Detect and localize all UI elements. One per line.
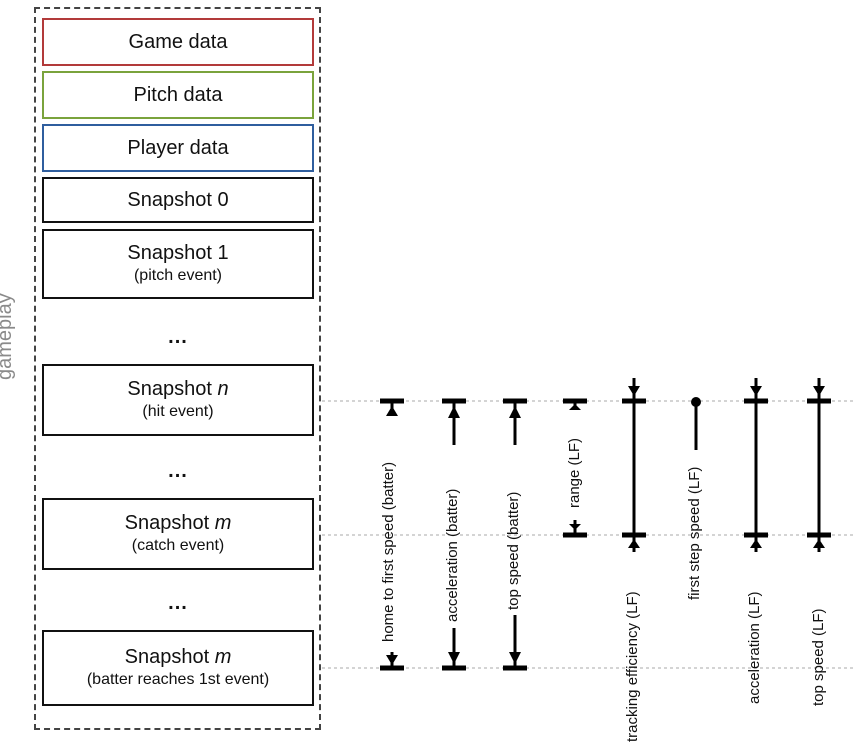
snapshot-n-event: (hit event)	[142, 403, 214, 420]
metric-acceleration-lf	[744, 378, 768, 552]
metric-top-speed-lf	[807, 378, 831, 552]
snapshot-1-event: (pitch event)	[133, 267, 223, 284]
label-tracking-efficiency-lf: tracking efficiency (LF)	[624, 591, 641, 742]
metric-acceleration-batter	[442, 398, 466, 671]
pitch-data-box: Pitch data	[42, 71, 314, 119]
snapshot-m-batter-var: m	[214, 646, 232, 668]
snapshot-m-batter-label: Snapshot m	[124, 646, 232, 668]
label-first-step-speed-lf: first step speed (LF)	[686, 466, 703, 600]
metric-range-lf	[563, 398, 587, 538]
snapshot-m-catch-label: Snapshot m	[124, 512, 232, 534]
snapshot-n-box: Snapshot n (hit event)	[42, 364, 314, 436]
game-data-box: Game data	[42, 18, 314, 66]
game-data-label: Game data	[128, 31, 228, 53]
snapshot-m-catch-event: (catch event)	[131, 537, 225, 554]
snapshot-0-box: Snapshot 0	[42, 177, 314, 223]
label-acceleration-lf: acceleration (LF)	[746, 591, 763, 704]
player-data-label: Player data	[127, 137, 229, 159]
ellipsis-1: ...	[168, 326, 188, 348]
label-top-speed-lf: top speed (LF)	[810, 608, 827, 706]
metric-tracking-efficiency-lf	[622, 378, 646, 552]
snapshot-1-box: Snapshot 1 (pitch event)	[42, 229, 314, 299]
snapshot-1-label: Snapshot 1	[127, 242, 229, 264]
snapshot-0-label: Snapshot 0	[127, 189, 229, 211]
snapshot-m-batter-event: (batter reaches 1st event)	[86, 671, 270, 688]
player-data-box: Player data	[42, 124, 314, 172]
snapshot-n-label: Snapshot n	[127, 378, 229, 400]
metric-first-step-speed-lf	[691, 397, 701, 450]
snapshot-m-catch-var: m	[214, 512, 232, 534]
snapshot-n-var: n	[217, 378, 229, 400]
label-home-to-first-speed-batter: home to first speed (batter)	[380, 461, 397, 642]
snapshot-m-catch-box: Snapshot m (catch event)	[42, 498, 314, 570]
label-acceleration-batter: acceleration (batter)	[444, 488, 461, 622]
metric-home-to-first-speed-batter	[380, 398, 404, 671]
pitch-data-label: Pitch data	[133, 84, 223, 106]
ellipsis-3: ...	[168, 592, 188, 614]
label-range-lf: range (LF)	[566, 437, 583, 508]
ellipsis-2: ...	[168, 460, 188, 482]
gameplay-frame	[34, 7, 321, 730]
snapshot-m-batter-box: Snapshot m (batter reaches 1st event)	[42, 630, 314, 706]
metric-top-speed-batter	[503, 398, 527, 671]
label-top-speed-batter: top speed (batter)	[505, 491, 522, 610]
